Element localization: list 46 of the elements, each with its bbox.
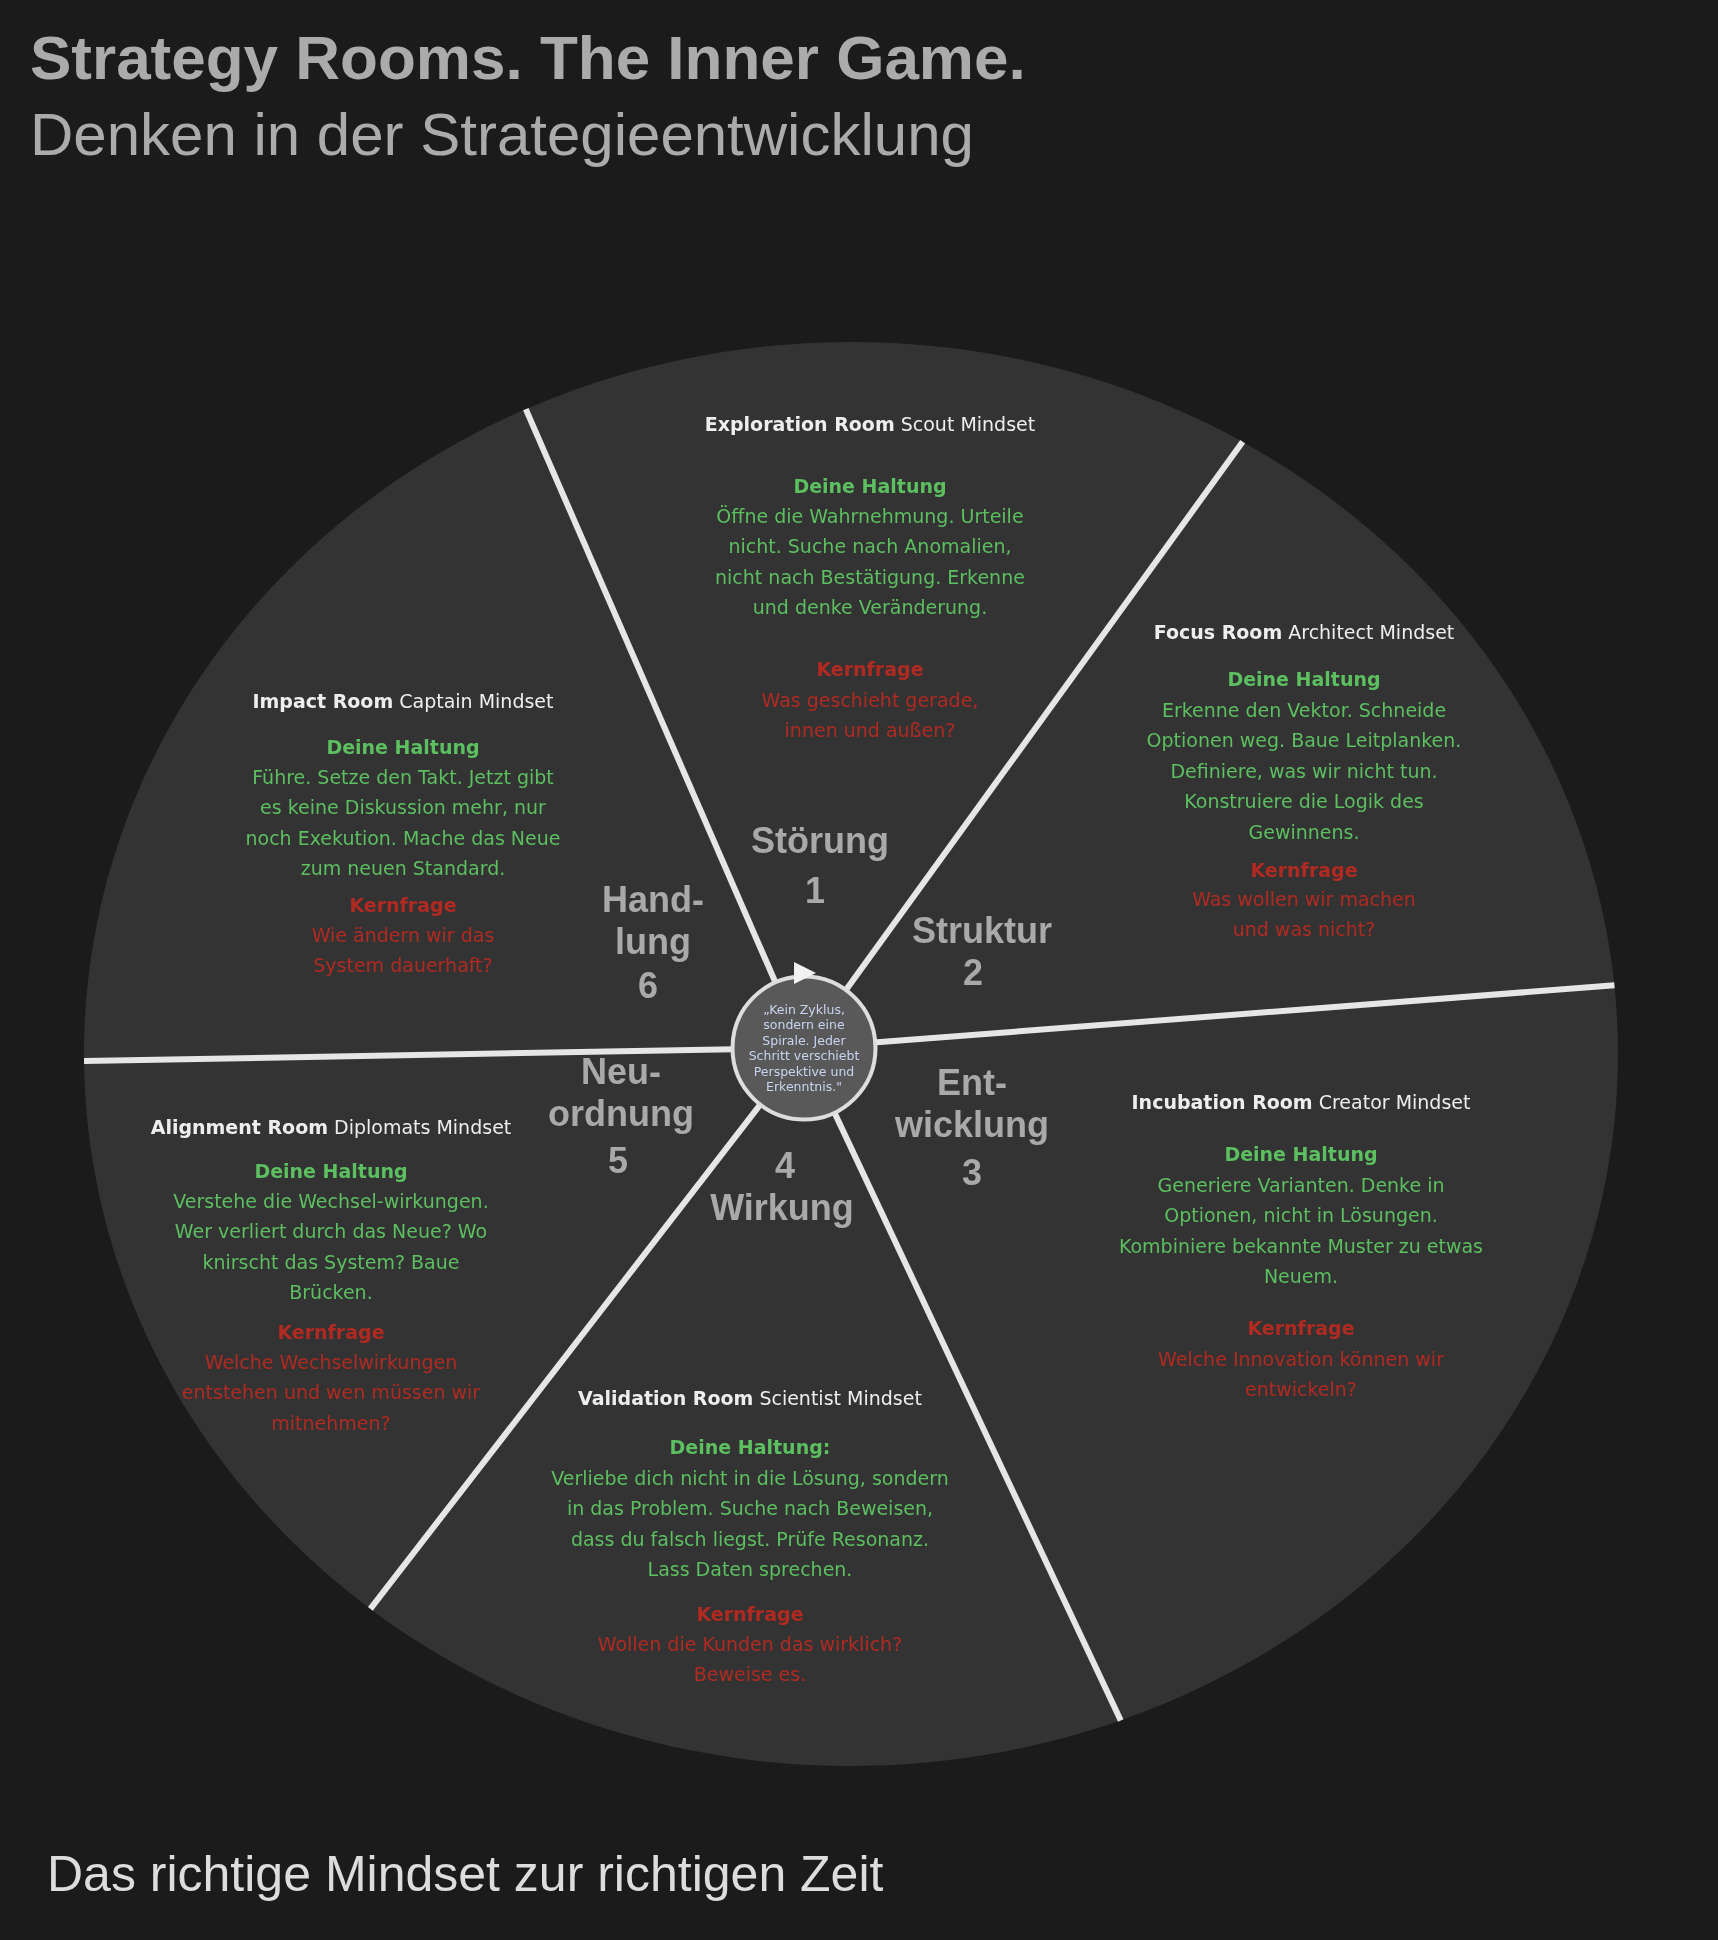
section-heading: Deine Haltung [1226, 666, 1382, 692]
section-heading: Deine Haltung [253, 1158, 409, 1184]
phase-number: 1 [803, 870, 826, 912]
phase-label: Struktur [911, 910, 1053, 952]
phase-number: 5 [606, 1140, 629, 1182]
attitude-text: Verliebe dich nicht in die Lösung, sondern in das Problem. Suche nach Beweisen, dass du falsch liegst. Prüfe Resonanz. Lass Daten sprechen. [550, 1465, 950, 1583]
room-title: Impact Room Captain Mindset [251, 688, 555, 714]
section-heading: Kernfrage [1249, 857, 1359, 883]
section-heading: Deine Haltung [792, 473, 948, 499]
key-question: Welche Wechselwirkungen entstehen und wen müssen wir mitnehmen? [180, 1349, 482, 1436]
section-heading: Deine Haltung [1223, 1141, 1379, 1167]
phase-label: Störung [750, 820, 890, 862]
phase-label: Neu- ordnung [547, 1051, 695, 1135]
key-question: Wollen die Kunden das wirklich? Beweise es. [596, 1631, 904, 1688]
attitude-text: Erkenne den Vektor. Schneide Optionen weg. Baue Leitplanken. Definiere, was wir nicht tun. Konstruiere die Logik des Gewinnens. [1146, 697, 1462, 845]
attitude-text: Öffne die Wahrnehmung. Urteile nicht. Suche nach Anomalien, nicht nach Bestätigung. Erkenne und denke Veränderung. [714, 503, 1026, 621]
caption: Das richtige Mindset zur richtigen Zeit [47, 1845, 884, 1903]
phase-label: Wirkung [709, 1187, 855, 1229]
key-question: Was geschieht gerade, innen und außen? [760, 687, 980, 744]
section-heading: Kernfrage [348, 892, 458, 918]
room-title: Incubation Room Creator Mindset [1130, 1089, 1472, 1115]
section-heading: Deine Haltung [325, 734, 481, 760]
key-question: Was wollen wir machen und was nicht? [1191, 886, 1417, 943]
attitude-text: Führe. Setze den Takt. Jetzt gibt es keine Diskussion mehr, nur noch Exekution. Mache das Neue zum neuen Standard. [244, 764, 562, 882]
section-heading: Kernfrage [1246, 1315, 1356, 1341]
subtitle: Denken in der Strategieentwicklung [30, 100, 974, 169]
key-question: Welche Innovation können wir entwickeln? [1157, 1346, 1445, 1403]
phase-number: 4 [773, 1145, 796, 1187]
room-title: Focus Room Architect Mindset [1152, 619, 1456, 645]
phase-number: 6 [636, 965, 659, 1007]
section-heading: Kernfrage [276, 1319, 386, 1345]
room-title: Alignment Room Diplomats Mindset [149, 1114, 513, 1140]
phase-number: 3 [961, 1152, 983, 1194]
attitude-text: Generiere Varianten. Denke in Optionen, nicht in Lösungen. Kombiniere bekannte Muster zu etwas Neuem. [1117, 1172, 1484, 1290]
room-title: Validation Room Scientist Mindset [577, 1385, 923, 1411]
section-heading: Kernfrage [815, 656, 925, 682]
room-title: Exploration Room Scout Mindset [703, 411, 1037, 437]
phase-label: Ent- wicklung [894, 1062, 1050, 1146]
title: Strategy Rooms. The Inner Game. [30, 22, 1026, 93]
section-heading: Deine Haltung: [668, 1434, 832, 1460]
section-heading: Kernfrage [695, 1601, 805, 1627]
attitude-text: Verstehe die Wechsel-wirkungen. Wer verliert durch das Neue? Wo knirscht das System? Baue Brücken. [172, 1188, 490, 1306]
quote-text: „Kein Zyklus, sondern eine Spirale. Jeder Schritt verschiebt Perspektive und Erkenntnis." [747, 1001, 861, 1095]
phase-number: 2 [962, 952, 984, 994]
phase-label: Hand- lung [601, 879, 705, 963]
key-question: Wie ändern wir das System dauerhaft? [310, 922, 496, 979]
